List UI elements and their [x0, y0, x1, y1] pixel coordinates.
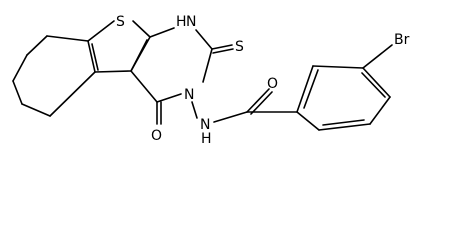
atom-label-nh-amide-n: N — [200, 117, 210, 133]
atom-label-nh-amide-h: H — [201, 131, 212, 147]
atom-label-s-ring: S — [116, 14, 125, 30]
molecule-canvas: S H N S N O N H O Br — [12, 14, 410, 147]
structure-diagram: S H N S N O N H O Br — [12, 14, 410, 147]
pyrimidine-ring — [130, 27, 213, 103]
thiophene-ring — [87, 20, 151, 73]
c-br-bond — [362, 44, 393, 69]
atom-label-n-ring: N — [184, 87, 194, 103]
atom-label-nh-h: H — [176, 14, 187, 30]
hydrazide-nn-bond — [191, 101, 198, 119]
cycloheptane-ring — [12, 35, 96, 117]
atom-label-o-amide: O — [267, 76, 278, 92]
atom-label-br: Br — [394, 32, 410, 48]
atom-label-nh-n: N — [186, 14, 196, 30]
atom-label-o-ketone: O — [151, 128, 162, 144]
benzene-ring — [296, 65, 391, 131]
amide-group — [213, 88, 298, 123]
ketone-bond — [156, 101, 162, 125]
thione-bond — [211, 44, 234, 54]
atom-label-s-thione: S — [235, 39, 244, 55]
